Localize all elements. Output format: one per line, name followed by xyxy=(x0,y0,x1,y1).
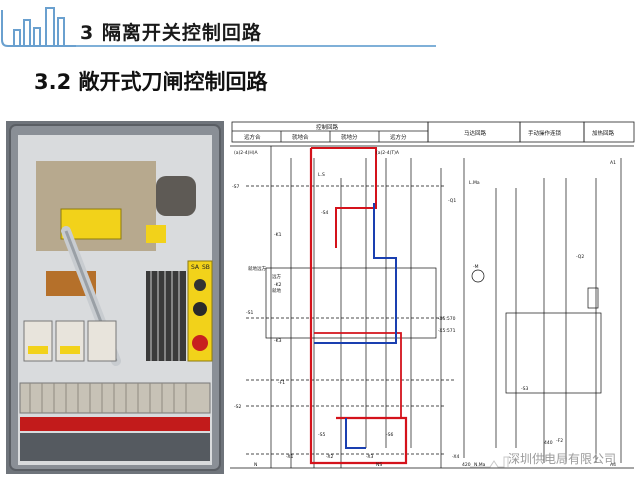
header-divider xyxy=(76,45,436,47)
label-ns: NS xyxy=(376,462,382,468)
label-x4: -X4 xyxy=(452,454,459,460)
label-motor: -M xyxy=(473,264,479,270)
label-x5-570: -X5:570 xyxy=(438,316,456,322)
label-440: 440 xyxy=(544,440,553,446)
label-a4: A4 xyxy=(610,462,616,468)
watermark-company-name: 深圳供电局有限公司 xyxy=(508,452,617,466)
label-x1: -X1 xyxy=(286,454,293,460)
label-x2: -X2 xyxy=(326,454,333,460)
label-local: 就地 xyxy=(272,287,281,294)
label-n: N xyxy=(254,462,257,468)
header-local-open: 就地分 xyxy=(341,133,358,141)
label-f1: -F1 xyxy=(278,380,285,386)
slide-header: 3 隔离开关控制回路 xyxy=(0,0,640,52)
label-420: 420 xyxy=(462,462,471,468)
header-manual-interlock: 手动操作连锁 xyxy=(528,129,562,137)
label-s4: -S4 xyxy=(321,210,328,216)
label-q1: -Q1 xyxy=(448,198,456,204)
control-cabinet-photo: SA SB xyxy=(6,121,224,474)
label-s2: -S2 xyxy=(234,404,241,410)
header-remote-close: 远方合 xyxy=(244,133,261,141)
label-a1: A1 xyxy=(610,160,616,166)
switch-label-sa: SA xyxy=(191,264,200,271)
label-f2: -F2 xyxy=(556,438,563,444)
header-control-circuit: 控制回路 xyxy=(316,123,339,131)
label-s1: -S1 xyxy=(246,310,253,316)
section-title: 3 隔离开关控制回路 xyxy=(80,22,262,44)
label-local-remote: 就地远方 xyxy=(248,265,266,272)
label-x3: -X3 xyxy=(366,454,373,460)
label-k3: -K3 xyxy=(274,338,282,344)
slide-title: 3.2 敞开式刀闸控制回路 xyxy=(34,70,268,94)
label-s7: -S7 xyxy=(232,184,239,190)
disconnector-control-schematic: 控制回路 远方合 就地合 就地分 远方分 马达回路 手动操作连锁 加热回路 xyxy=(226,118,638,476)
label-s6: -S6 xyxy=(386,432,393,438)
label-nma: N.Ma xyxy=(474,462,486,468)
header-local-close: 就地合 xyxy=(292,133,309,141)
label-x5-571: -X5:571 xyxy=(438,328,456,334)
switch-label-sb: SB xyxy=(202,264,210,271)
label-s5: -S5 xyxy=(318,432,325,438)
label-q2: -Q2 xyxy=(576,254,584,260)
header-heater-circuit: 加热回路 xyxy=(592,129,615,137)
label-k1: -K1 xyxy=(274,232,282,238)
header-motor-circuit: 马达回路 xyxy=(464,129,487,137)
label-ls: L.S xyxy=(318,172,325,178)
label-k2: -K2 xyxy=(274,282,282,288)
label-open-a: (a)2-4(T)A xyxy=(376,150,400,156)
city-skyline-logo-icon xyxy=(1,7,76,47)
label-lma: L.Ma xyxy=(469,180,480,186)
label-remote: 远方 xyxy=(272,273,281,280)
label-s3: -S3 xyxy=(521,386,528,392)
header-remote-open: 远方分 xyxy=(390,133,407,141)
label-close-a: (a)2-4(H)A xyxy=(234,150,259,156)
watermark-skyline-icon xyxy=(470,456,509,468)
